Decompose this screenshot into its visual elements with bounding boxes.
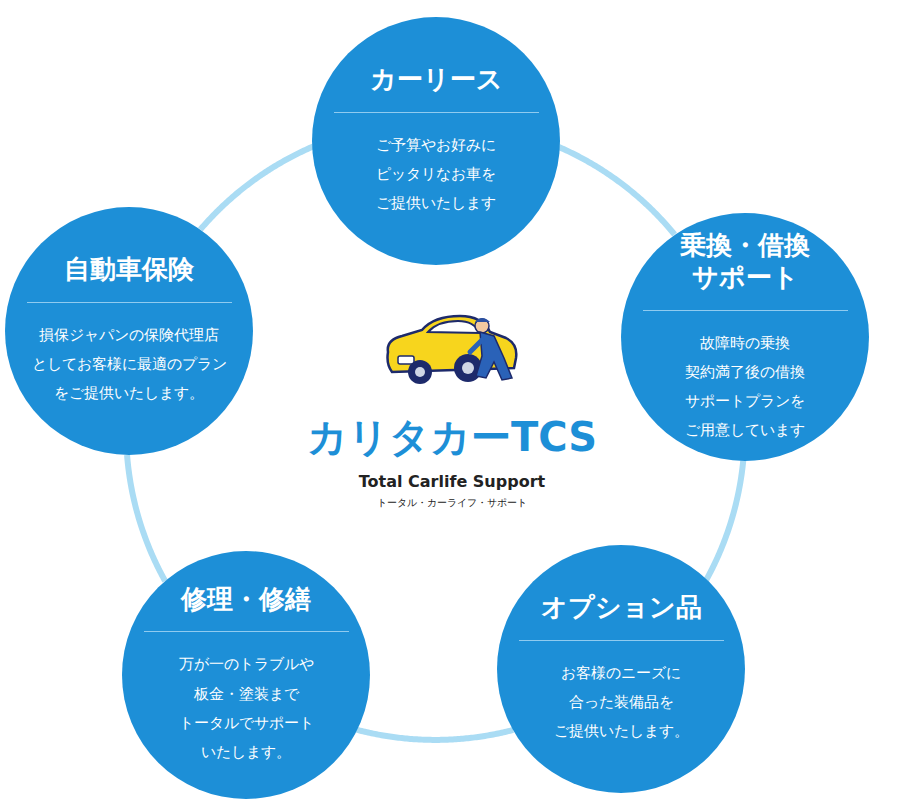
text-line: 契約満了後の借換 xyxy=(685,358,805,387)
text-line: 板金・塗装まで xyxy=(179,680,314,709)
text-line: 修理・修繕 xyxy=(181,583,311,616)
text-line: トータルでサポート xyxy=(179,709,314,738)
service-circle: 乗換・借換 サポート故障時の乗換 契約満了後の借換 サポートプランを ご用意して… xyxy=(621,213,869,461)
divider-line xyxy=(519,640,724,641)
text-line: 合った装備品を xyxy=(554,688,689,717)
text-line: 故障時の乗換 xyxy=(685,329,805,358)
ring-connector xyxy=(559,147,675,234)
service-description: お客様のニーズに 合った装備品を ご提供いたします。 xyxy=(554,659,689,747)
brand-tagline: Total Carlife Support xyxy=(359,472,545,491)
text-line: 自動車保険 xyxy=(64,253,194,286)
service-circle: カーリースご予算やお好みに ピッタリなお車を ご提供いたします xyxy=(312,17,560,265)
service-title: オプション品 xyxy=(541,591,702,624)
service-title: 修理・修繕 xyxy=(181,583,311,616)
text-line: 乗換・借換 xyxy=(680,229,810,262)
service-description: 万が一のトラブルや 板金・塗装まで トータルでサポート いたします。 xyxy=(179,650,314,767)
car-mechanic-icon xyxy=(388,316,517,384)
divider-line xyxy=(643,310,848,311)
text-line: ご用意しています xyxy=(685,416,805,445)
ring-connector xyxy=(706,461,743,580)
ring-connector xyxy=(357,730,514,740)
text-line: カーリース xyxy=(370,63,503,96)
divider-line xyxy=(27,302,232,303)
service-circle: オプション品お客様のニーズに 合った装備品を ご提供いたします。 xyxy=(497,545,745,793)
divider-line xyxy=(334,112,539,113)
text-line: をご提供いたします。 xyxy=(32,379,227,408)
text-line: ご提供いたします xyxy=(376,189,496,218)
service-title: 乗換・借換 サポート xyxy=(680,229,810,294)
text-line: ご提供いたします。 xyxy=(554,717,689,746)
ring-connector xyxy=(127,455,165,581)
text-line: 損保ジャパンの保険代理店 xyxy=(32,321,227,350)
text-line: ご予算やお好みに xyxy=(376,131,496,160)
text-line: ピッタリなお車を xyxy=(376,160,496,189)
text-line: 万が一のトラブルや xyxy=(179,650,314,679)
divider-line xyxy=(144,631,349,632)
text-line: オプション品 xyxy=(541,591,702,624)
service-title: 自動車保険 xyxy=(64,253,194,286)
service-description: 損保ジャパンの保険代理店 としてお客様に最適のプラン をご提供いたします。 xyxy=(32,321,227,409)
service-title: カーリース xyxy=(370,63,503,96)
service-description: 故障時の乗換 契約満了後の借換 サポートプランを ご用意しています xyxy=(685,329,805,446)
text-line: としてお客様に最適のプラン xyxy=(32,350,227,379)
text-line: サポートプランを xyxy=(685,387,805,416)
brand-tagline: トータル・カーライフ・サポート xyxy=(377,496,527,510)
service-description: ご予算やお好みに ピッタリなお車を ご提供いたします xyxy=(376,131,496,219)
text-line: お客様のニーズに xyxy=(554,659,689,688)
ring-connector xyxy=(200,147,313,230)
text-line: サポート xyxy=(680,261,810,294)
text-line: いたします。 xyxy=(179,738,314,767)
service-circle: 自動車保険損保ジャパンの保険代理店 としてお客様に最適のプラン をご提供いたしま… xyxy=(5,207,253,455)
brand-name: カリタカーTCS xyxy=(307,410,597,465)
service-circle: 修理・修繕万が一のトラブルや 板金・塗装まで トータルでサポート いたします。 xyxy=(122,551,370,799)
